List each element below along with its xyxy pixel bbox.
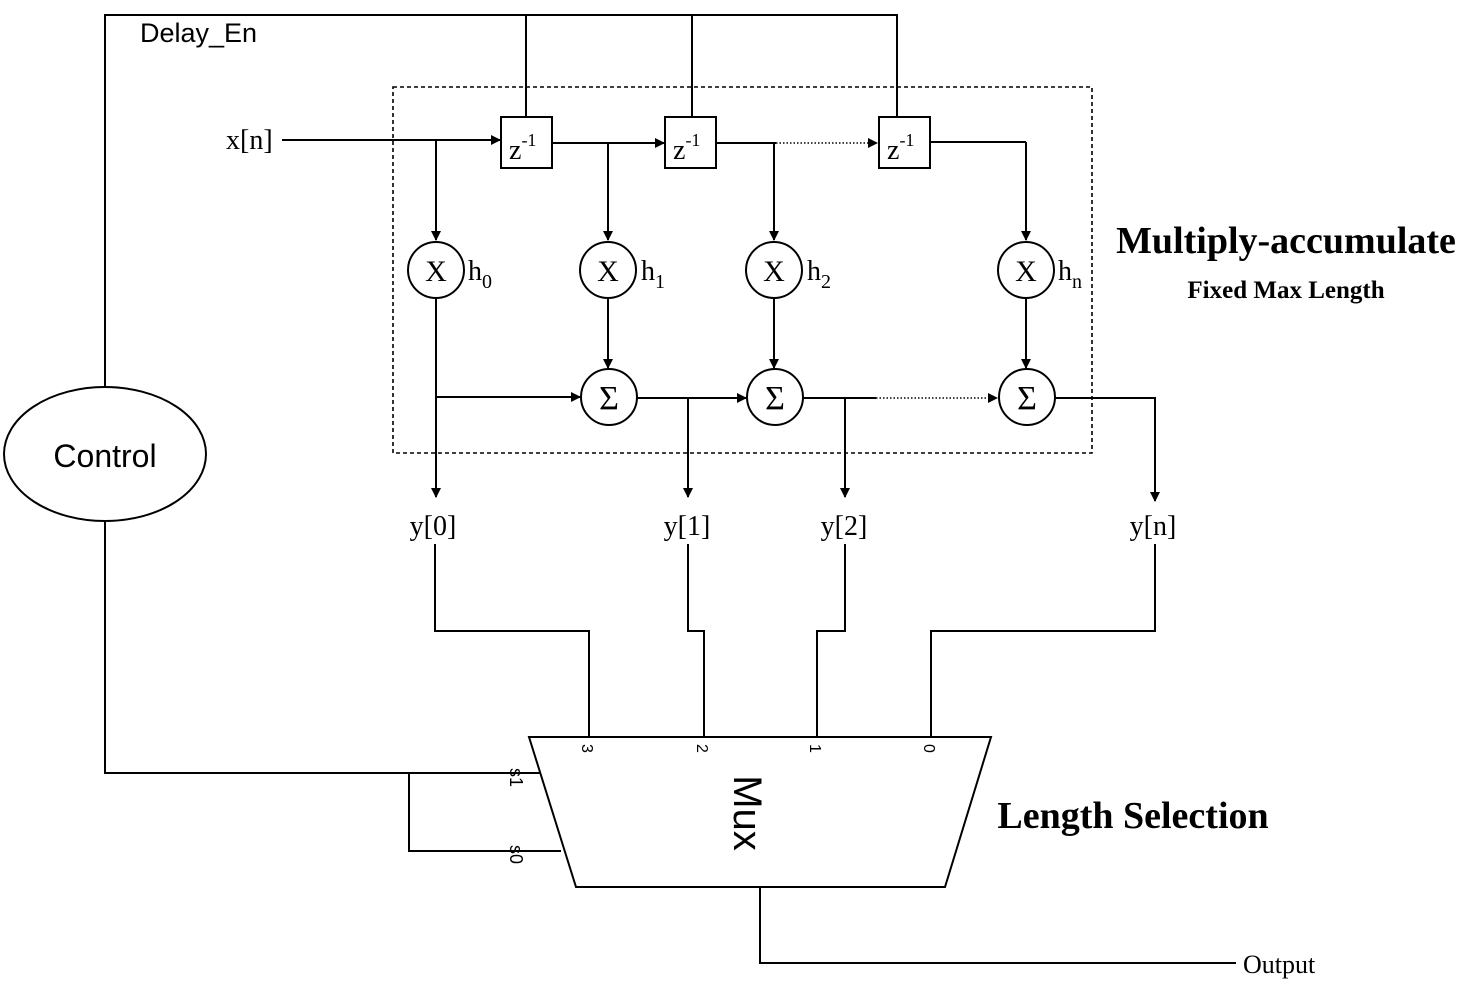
y1-label: y[1]: [664, 511, 711, 542]
mux-select-s0-label: s0: [506, 845, 526, 864]
sum-symbol: Σ: [765, 380, 785, 417]
multiplier-2: X h2: [745, 241, 831, 299]
delay-label: z-1: [509, 130, 536, 166]
mux-in-2-wire: [687, 544, 705, 736]
delay-label: z-1: [887, 130, 914, 166]
coef-h0: h0: [468, 256, 492, 293]
delay-block-1: z-1: [500, 116, 553, 169]
control-label: Control: [53, 438, 156, 474]
mac-frame: [392, 86, 1093, 454]
length-selection-title: Length Selection: [997, 795, 1268, 837]
output-wire: [759, 887, 1236, 964]
control-block: [3, 386, 207, 522]
mux-in-0-wire: [930, 544, 1156, 736]
multiplier-n: X hn: [997, 241, 1082, 299]
output-label: Output: [1243, 950, 1316, 979]
mux-in-1-wire: [816, 544, 846, 736]
mux-input-1-label: 1: [806, 744, 823, 753]
mux-input-0-label: 0: [920, 744, 937, 753]
y2-label: y[2]: [821, 511, 868, 542]
y0-label: y[0]: [410, 511, 457, 542]
select-s1-wire: [104, 521, 541, 774]
mux-label: Mux: [725, 775, 769, 851]
delay-en-bus: [104, 14, 898, 386]
coef-h1: h1: [641, 256, 665, 293]
input-label: x[n]: [226, 125, 273, 156]
multiplier-0: X h0: [407, 241, 492, 299]
adder-2: Σ: [746, 368, 804, 426]
delay-en-label: Delay_En: [140, 18, 257, 48]
multiply-symbol: X: [1015, 255, 1037, 288]
mux-in-3-wire: [434, 544, 590, 736]
mac-subtitle: Fixed Max Length: [1187, 277, 1384, 304]
multiply-symbol: X: [597, 255, 619, 288]
select-s0-wire: [408, 773, 561, 852]
multiplier-1: X h1: [579, 241, 665, 299]
multiply-symbol: X: [425, 255, 447, 288]
mux-block: [527, 736, 993, 888]
delay-block-2: z-1: [664, 116, 717, 169]
yn-wire: [1055, 397, 1160, 502]
multiply-symbol: X: [763, 255, 785, 288]
coef-hn: hn: [1058, 256, 1082, 293]
yn-label: y[n]: [1130, 511, 1177, 542]
sum-symbol: Σ: [599, 380, 619, 417]
adder-n: Σ: [998, 368, 1056, 426]
sum-symbol: Σ: [1017, 380, 1037, 417]
acc-dotted-arrowhead: [988, 393, 998, 403]
mux-input-3-label: 3: [578, 744, 595, 753]
delay-label: z-1: [673, 130, 700, 166]
mux-input-2-label: 2: [693, 744, 710, 753]
coef-h2: h2: [807, 256, 831, 293]
delay-dotted-arrowhead: [868, 138, 878, 148]
adder-1: Σ: [580, 368, 638, 426]
mux-select-s1-label: s1: [506, 768, 526, 787]
delay-block-3: z-1: [878, 116, 931, 169]
mac-title: Multiply-accumulate: [1116, 220, 1456, 262]
